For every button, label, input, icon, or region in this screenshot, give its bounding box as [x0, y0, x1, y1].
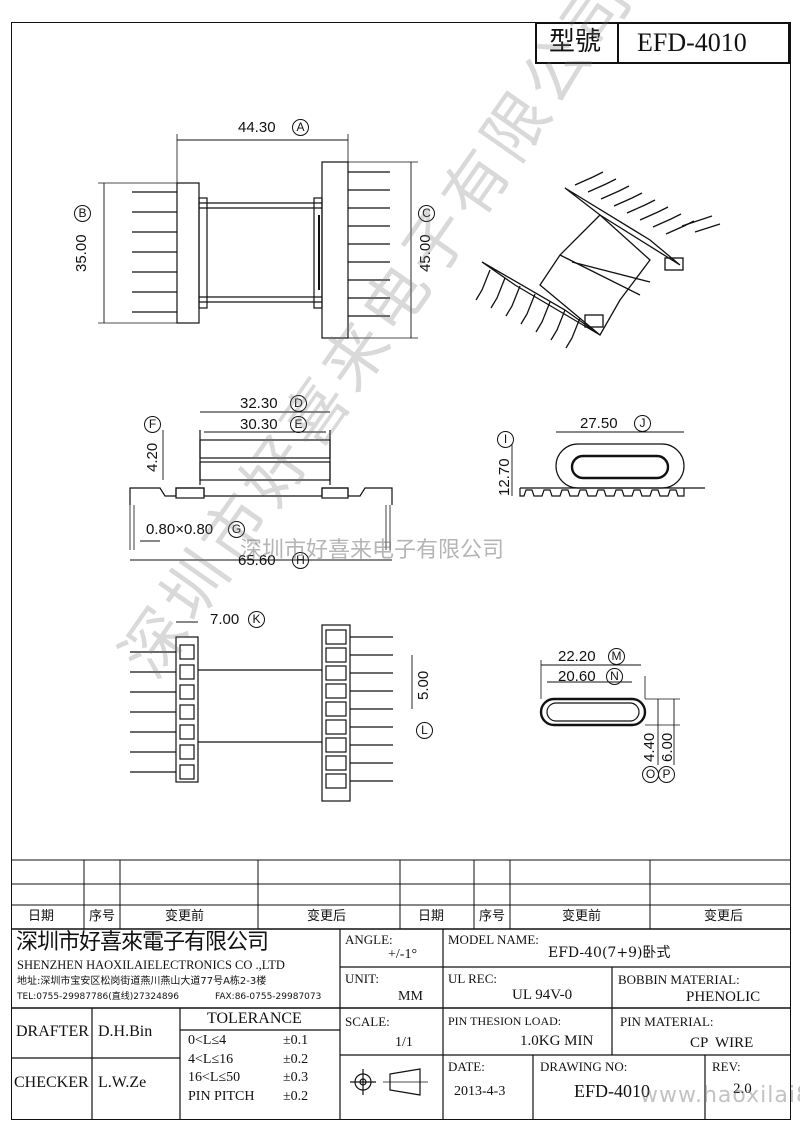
view-front	[129, 411, 393, 561]
dim-j-value: 27.50	[580, 415, 618, 432]
view-slot	[539, 660, 680, 765]
scale-value: 1/1	[395, 1035, 413, 1050]
company-tel: TEL:0755-29987786(直线)27324896	[17, 992, 180, 1002]
bobbin-material-value: PHENOLIC	[686, 989, 761, 1005]
view-end	[511, 431, 705, 497]
company-fax: FAX:86-0755-29987073	[215, 992, 322, 1002]
rev-header-before-2: 变更前	[562, 909, 602, 924]
model-header-divider	[617, 22, 619, 64]
pin-load-label: PIN THESION LOAD:	[448, 1014, 562, 1028]
drawing-frame	[11, 22, 791, 1120]
rev-header-before-1: 变更前	[165, 909, 205, 924]
drawing-no-label: DRAWING NO:	[540, 1059, 628, 1074]
dim-i-value: 12.70	[496, 458, 513, 496]
dim-l-value: 5.00	[415, 670, 432, 700]
dim-d-value: 32.30	[240, 395, 278, 412]
dim-e-value: 30.30	[240, 416, 278, 433]
tol-value-2: ±0.2	[283, 1052, 309, 1067]
rev-header-after-1: 变更后	[307, 909, 347, 924]
unit-value: MM	[398, 989, 423, 1004]
checker-value: L.W.Ze	[98, 1074, 147, 1091]
tol-value-1: ±0.1	[283, 1033, 309, 1048]
view-side-top	[98, 134, 418, 339]
scale-label: SCALE:	[345, 1014, 390, 1029]
rev-header-date-2: 日期	[418, 909, 445, 924]
model-name-value: EFD-40(7+9)卧式	[548, 945, 671, 961]
pin-material-value: CP WIRE	[690, 1035, 754, 1051]
dim-n-value: 20.60	[558, 668, 596, 685]
dim-b-value: 35.00	[73, 234, 90, 272]
dim-k-letter: K	[248, 611, 265, 628]
dim-c-letter: C	[418, 205, 435, 222]
view-bottom	[130, 621, 413, 802]
drafter-value: D.H.Bin	[98, 1023, 153, 1040]
tol-range-4: PIN PITCH	[188, 1089, 255, 1104]
company-name-cn: 深圳市好喜來電子有限公司	[16, 930, 269, 955]
dim-a-letter: A	[292, 119, 309, 136]
dim-o-letter: O	[642, 766, 659, 783]
dim-h-letter: H	[292, 552, 309, 569]
dim-g-value: 0.80×0.80	[146, 521, 214, 538]
angle-value: +/-1°	[388, 947, 418, 962]
drafter-label: DRAFTER	[16, 1023, 89, 1040]
watermark-center: 深圳市好喜来电子有限公司	[240, 538, 505, 563]
angle-label: ANGLE:	[345, 932, 393, 947]
ul-rec-label: UL REC:	[448, 971, 497, 986]
dim-m-value: 22.20	[558, 648, 596, 665]
dim-d-letter: D	[290, 395, 307, 412]
model-header-label: 型號	[549, 27, 602, 57]
tol-value-4: ±0.2	[283, 1089, 309, 1104]
tol-range-1: 0<L≤4	[188, 1033, 227, 1048]
dim-f-value: 4.20	[144, 442, 161, 472]
rev-label: REV:	[712, 1059, 741, 1074]
rev-header-no-1: 序号	[89, 909, 116, 924]
dim-a-value: 44.30	[238, 119, 276, 136]
rev-header-no-2: 序号	[479, 909, 506, 924]
revision-table-lines	[11, 859, 791, 930]
dim-k-value: 7.00	[210, 611, 240, 628]
date-value: 2013-4-3	[454, 1084, 506, 1099]
tol-range-3: 16<L≤50	[188, 1070, 241, 1085]
dim-l-letter: L	[416, 722, 433, 739]
unit-label: UNIT:	[345, 971, 380, 986]
rev-value: 2.0	[733, 1081, 752, 1097]
dim-m-letter: M	[608, 648, 625, 665]
dim-h-value: 65.60	[238, 552, 276, 569]
drawing-no-value: EFD-4010	[574, 1081, 650, 1101]
model-name-label: MODEL NAME:	[448, 932, 539, 947]
company-address: 地址:深圳市宝安区松岗街道燕川燕山大道77号A栋2-3楼	[17, 976, 267, 987]
title-block-lines	[11, 929, 791, 1120]
dim-o-value: 4.40	[641, 732, 658, 762]
tol-value-3: ±0.3	[283, 1070, 309, 1085]
watermark-url: www.haoxilai888.com	[640, 1083, 800, 1108]
bobbin-material-label: BOBBIN MATERIAL:	[618, 972, 740, 987]
view-isometric	[475, 171, 721, 349]
pin-material-label: PIN MATERIAL:	[620, 1014, 714, 1029]
company-name-en: SHENZHEN HAOXILAIELECTRONICS CO .,LTD	[17, 958, 285, 972]
dim-n-letter: N	[606, 668, 623, 685]
rev-header-date-1: 日期	[28, 909, 55, 924]
dim-b-letter: B	[74, 205, 91, 222]
checker-label: CHECKER	[14, 1074, 89, 1091]
dim-i-letter: I	[497, 431, 514, 448]
dim-f-letter: F	[144, 416, 161, 433]
tol-range-2: 4<L≤16	[188, 1052, 234, 1067]
dim-j-letter: J	[634, 415, 651, 432]
ul-rec-value: UL 94V-0	[512, 987, 573, 1003]
model-header-value: EFD-4010	[637, 28, 747, 57]
model-header-box	[535, 22, 790, 64]
dim-p-value: 6.00	[659, 732, 676, 762]
dim-e-letter: E	[290, 416, 307, 433]
date-label: DATE:	[448, 1059, 485, 1074]
pin-load-value: 1.0KG MIN	[520, 1033, 594, 1049]
rev-header-after-2: 变更后	[704, 909, 744, 924]
dim-p-letter: P	[658, 766, 675, 783]
dim-g-letter: G	[228, 521, 245, 538]
tolerance-label: TOLERANCE	[207, 1010, 302, 1027]
